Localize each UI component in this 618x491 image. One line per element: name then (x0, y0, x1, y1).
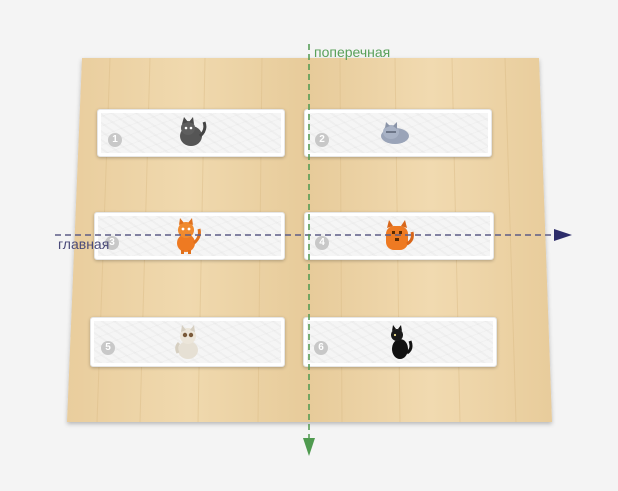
orange-fat-cat-icon (386, 220, 414, 250)
dark-gray-cat-icon (180, 117, 207, 146)
card-number: 6 (314, 341, 328, 355)
cross-axis-label: поперечная (314, 44, 391, 60)
main-axis-label: главная (58, 236, 110, 252)
white-cat-icon (175, 325, 198, 359)
card-number: 5 (101, 341, 115, 355)
main-axis-arrowhead (554, 229, 572, 241)
black-cat-icon (391, 325, 413, 359)
card-3[interactable]: 3 (94, 212, 285, 260)
card-2[interactable]: 2 (304, 109, 492, 157)
card-1[interactable]: 1 (97, 109, 285, 157)
card-number: 4 (315, 236, 329, 250)
cross-axis-arrowhead (303, 438, 315, 456)
card-number: 2 (315, 133, 329, 147)
card-6[interactable]: 6 (303, 317, 497, 367)
orange-cat-icon (177, 218, 201, 254)
card-number: 3 (105, 236, 119, 250)
gray-lying-cat-icon (381, 122, 409, 144)
card-number: 1 (108, 133, 122, 147)
card-5[interactable]: 5 (90, 317, 285, 367)
card-4[interactable]: 4 (304, 212, 494, 260)
